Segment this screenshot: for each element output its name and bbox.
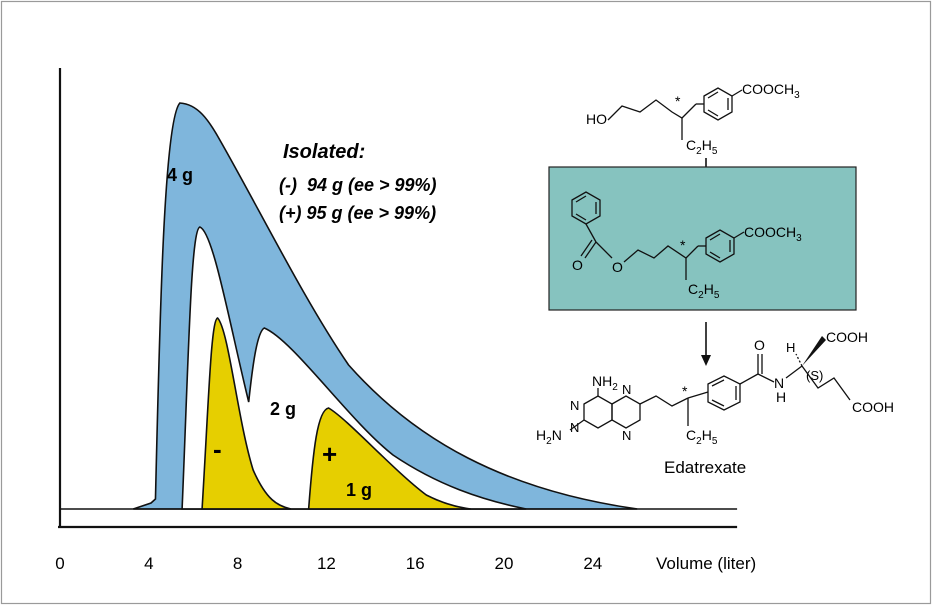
isolated-annotation: Isolated: (-) 94 g (ee > 99%) (+) 95 g (… bbox=[279, 141, 437, 223]
mid-carbonyl-bond bbox=[585, 223, 597, 243]
structure-top: HO * C2H5 COOCH3 bbox=[586, 81, 800, 157]
top-ho-label: HO bbox=[586, 111, 607, 127]
middle-chain-bonds bbox=[623, 245, 699, 263]
edx-alpha-bond bbox=[785, 365, 803, 379]
edx-nh2-top: NH2 bbox=[592, 373, 618, 393]
structure-middle: O O * C2H5 COOCH3 bbox=[548, 166, 857, 311]
mid-ring1-d3 bbox=[575, 213, 587, 221]
mid-ester-label: COOCH3 bbox=[744, 224, 802, 244]
top-ring-double-3 bbox=[707, 109, 719, 117]
edatrexate-name: Edatrexate bbox=[664, 458, 746, 477]
top-star: * bbox=[675, 93, 681, 109]
peak-minus-sign: - bbox=[213, 434, 222, 464]
mid-o1: O bbox=[572, 257, 583, 273]
mid-co-double-b bbox=[580, 239, 593, 257]
edx-ring-d3 bbox=[711, 399, 725, 407]
edx-h-top: H bbox=[786, 340, 795, 355]
edx-cooh-2: COOH bbox=[852, 399, 894, 415]
mid-ring2-d3 bbox=[709, 251, 721, 259]
load-label-4g: 4 g bbox=[167, 165, 193, 185]
series-2g-area bbox=[181, 226, 527, 510]
arrow-head-bottom bbox=[701, 355, 711, 366]
mid-o2: O bbox=[612, 259, 623, 275]
peak-plus-sign: + bbox=[322, 439, 337, 469]
edx-hash-bond bbox=[795, 353, 803, 367]
top-ethyl-label: C2H5 bbox=[686, 137, 718, 157]
edx-ring-link bbox=[687, 391, 709, 399]
middle-structure-box bbox=[548, 166, 857, 311]
edx-stereo: (S) bbox=[806, 368, 823, 383]
x-tick-label: 16 bbox=[406, 554, 425, 573]
edx-glutamate-chain bbox=[801, 365, 851, 401]
x-tick-label: 4 bbox=[144, 554, 153, 573]
edx-amide-bond bbox=[739, 373, 759, 385]
edx-wedge-bond bbox=[802, 336, 826, 366]
edx-nh-bond bbox=[757, 373, 775, 383]
edx-cooh-1: COOH bbox=[826, 329, 868, 345]
edx-o: O bbox=[754, 337, 765, 353]
edx-chain-bonds bbox=[639, 395, 689, 407]
top-chain-bonds bbox=[607, 99, 697, 121]
top-ester-label: COOCH3 bbox=[742, 81, 800, 101]
edx-h2n: H2N bbox=[536, 427, 562, 447]
structure-edatrexate: NH2 N N N N H2N * C2H5 O N H H COOH (S) … bbox=[536, 329, 894, 477]
chart-axes: 0 4 8 12 16 20 24 Volume (liter) bbox=[55, 68, 756, 573]
edx-n3: N bbox=[622, 382, 631, 397]
top-benzene-ring bbox=[703, 87, 733, 121]
load-label-2g: 2 g bbox=[270, 399, 296, 419]
edx-ring-d1 bbox=[711, 379, 725, 387]
edx-n1: N bbox=[570, 398, 579, 413]
edx-ethyl-label: C2H5 bbox=[686, 427, 718, 447]
x-tick-label: 12 bbox=[317, 554, 336, 573]
chromatogram-curves bbox=[60, 102, 738, 510]
mid-star: * bbox=[680, 237, 686, 253]
edx-h2n-bond bbox=[569, 419, 585, 431]
load-label-1g: 1 g bbox=[346, 480, 372, 500]
isolated-plus-line: (+) 95 g (ee > 99%) bbox=[279, 203, 436, 223]
mid-ring1-d1 bbox=[575, 195, 587, 203]
mid-ester-o-bond bbox=[595, 241, 613, 259]
mid-ethyl-label: C2H5 bbox=[688, 281, 720, 301]
top-ring-double-1 bbox=[707, 91, 719, 99]
middle-aryl-ring bbox=[705, 229, 735, 263]
peak-minus-enantiomer bbox=[201, 317, 292, 510]
mid-co-double-a bbox=[584, 241, 597, 259]
peak-plus-enantiomer bbox=[307, 407, 471, 510]
edx-pyrimidine-ring bbox=[583, 395, 613, 429]
edx-nh-h: H bbox=[776, 389, 786, 405]
x-tick-label: 8 bbox=[233, 554, 242, 573]
mid-ester2-bond bbox=[733, 231, 745, 239]
top-ester-bond bbox=[731, 89, 743, 97]
x-tick-label: 20 bbox=[495, 554, 514, 573]
x-tick-label: 0 bbox=[55, 554, 64, 573]
isolated-minus-line: (-) 94 g (ee > 99%) bbox=[279, 175, 437, 195]
edx-star: * bbox=[682, 383, 688, 399]
edx-nh: N bbox=[774, 375, 784, 391]
edx-pyrazine-ring bbox=[611, 395, 641, 429]
middle-benzoyl-ring bbox=[571, 191, 601, 225]
edx-n2: N bbox=[570, 420, 579, 435]
x-tick-label: 24 bbox=[583, 554, 602, 573]
isolated-title: Isolated: bbox=[283, 141, 365, 163]
edx-n4: N bbox=[622, 428, 631, 443]
edx-aryl-ring bbox=[707, 375, 741, 411]
mid-ring2-d1 bbox=[709, 233, 721, 241]
x-axis-label: Volume (liter) bbox=[656, 554, 756, 573]
